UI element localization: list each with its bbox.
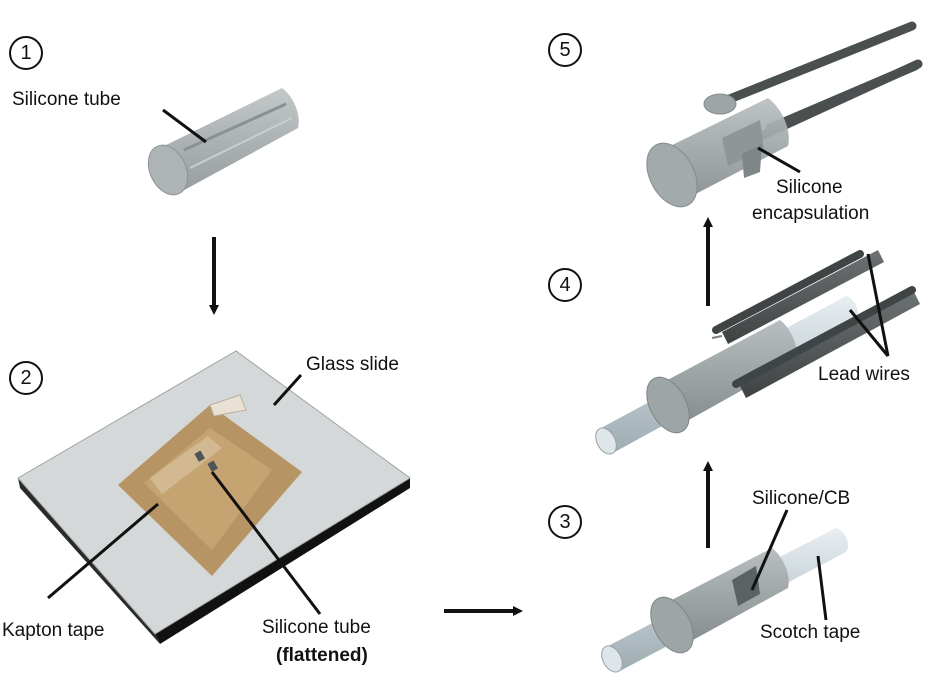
label-scotch-tape: Scotch tape xyxy=(760,622,861,643)
step-number-4: 4 xyxy=(548,268,582,302)
label-silicone-tube-1: Silicone tube xyxy=(12,89,121,110)
pointer-line-silicone-tube-1 xyxy=(162,108,207,144)
pointer-line-lead-wire-upper xyxy=(866,253,890,357)
label-kapton-tape: Kapton tape xyxy=(2,620,105,641)
rod-assembly-step3 xyxy=(601,528,849,673)
pointer-line-lead-wire-lower xyxy=(848,309,890,357)
label-lead-wires: Lead wires xyxy=(818,364,910,385)
label-encapsulation: encapsulation xyxy=(752,203,870,224)
label-silicone-tube-2: Silicone tube xyxy=(262,617,371,638)
pointer-line-silicone-tube-2 xyxy=(210,471,322,615)
kapton-tape xyxy=(118,394,302,576)
step-number-2: 2 xyxy=(9,361,43,395)
label-flattened: (flattened) xyxy=(276,645,368,666)
silicone-tube-1 xyxy=(147,88,299,196)
rod-assembly-step4 xyxy=(595,250,920,455)
step-number-5: 5 xyxy=(548,33,582,67)
pointer-line-kapton-tape xyxy=(47,502,159,600)
encapsulated-device xyxy=(646,21,923,208)
label-glass-slide: Glass slide xyxy=(306,354,399,375)
pointer-line-silicone-encapsulation xyxy=(757,146,801,174)
step-number-1: 1 xyxy=(9,36,43,70)
pointer-line-glass-slide xyxy=(272,373,303,407)
step-number-3: 3 xyxy=(548,505,582,539)
label-silicone: Silicone xyxy=(776,177,843,198)
pointer-line-scotch-tape xyxy=(816,555,828,621)
label-silicone-cb: Silicone/CB xyxy=(752,488,851,509)
pointer-line-silicone-cb xyxy=(750,509,789,591)
